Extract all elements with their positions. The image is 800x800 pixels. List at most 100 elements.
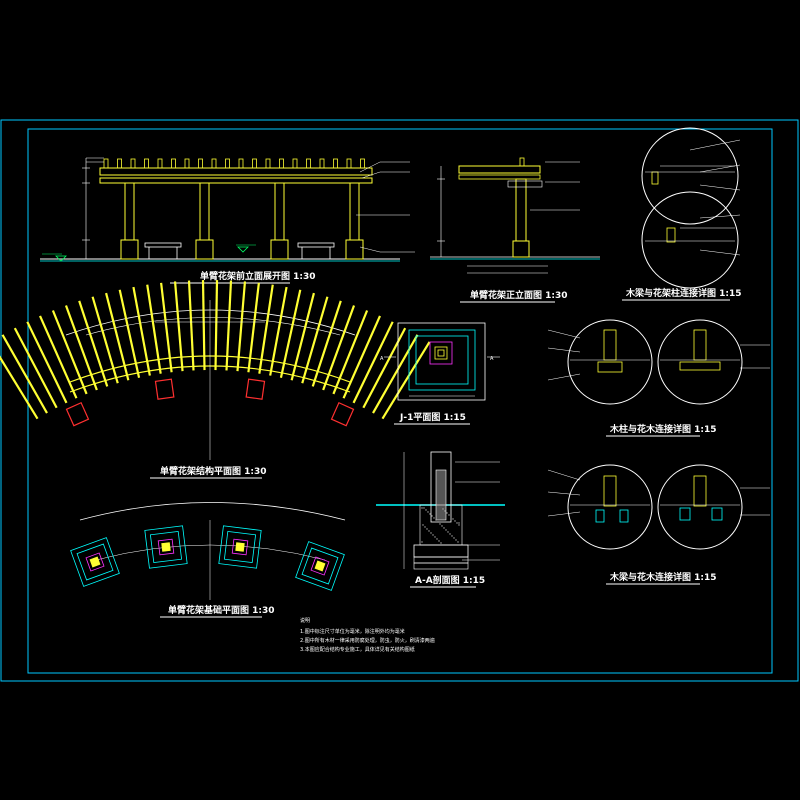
hatch-dot [432,534,434,536]
hatch-dot [435,519,437,521]
rafter [173,281,184,372]
hatch-dot [448,514,450,516]
rafter [201,280,206,371]
rafter [118,289,141,378]
detail-circle-4 [657,319,770,405]
rafter [290,292,315,381]
column-base [120,239,139,260]
note-2: 2.图中所有木材一律采用防腐处理，防虫，防火，刷清漆两遍 [300,637,435,644]
rafter [352,321,394,404]
rafter [279,289,302,378]
rafter [247,282,260,373]
hatch-dot [458,522,460,524]
a-a-section [376,451,505,570]
post-marker [65,401,90,427]
footing-inner [149,530,183,564]
rafter [105,292,130,381]
rafter-end [238,158,244,169]
column [349,182,360,241]
rafter [381,341,431,420]
rafter-end [306,158,311,169]
rafter-end [279,158,284,169]
post-marker [330,401,355,427]
hatch-dot [424,526,426,528]
bench-2 [297,242,335,259]
footing-inner [223,530,257,564]
pier [85,552,105,572]
detail-circle-1 [641,127,741,225]
hatch-dot [423,507,425,509]
hatch-dot [425,509,427,511]
rafter-end [130,158,136,169]
hatch-dot [444,510,446,512]
hatch-dot [456,522,458,524]
hatch-dot [434,536,436,538]
hatch-dot [429,513,431,515]
hatch-dot [421,507,423,509]
rafter [0,355,39,420]
rafter-end [265,158,271,169]
rafter [258,284,274,374]
rafter-end [292,158,298,169]
rafter [269,286,288,376]
rafter [214,280,219,371]
inner-frame [27,128,773,674]
rafter-end [319,158,325,169]
title-detail-beam: 木梁与花架柱连接详图 1:15 [625,287,742,299]
column [124,182,135,241]
post-core [161,542,171,552]
footing-outer [70,537,120,587]
rafter [332,310,369,395]
title-detail-wood: 木梁与花木连接详图 1:15 [609,571,717,583]
outer-frame [0,119,799,682]
hatch-dot [454,520,456,522]
rafter-ends [103,158,365,169]
note-3: 3.本图应配合结构专业施工，具体详见有关结构图纸 [300,646,415,653]
title-detail-post: 木柱与花木连接详图 1:15 [609,423,717,435]
rafter-end [157,158,163,169]
hatch-dot [430,532,432,534]
hatch-dot [433,517,435,519]
hatch-dot [447,531,449,533]
rafter [160,282,173,373]
ground-marker [236,244,256,253]
rafter-end [225,158,230,169]
rafter [311,300,342,387]
rafter-end [184,158,190,169]
hatch-dot [421,541,423,543]
title-front-elevation: 单臂花架前立面展开图 1:30 [200,270,316,282]
hatch-dot [426,528,428,530]
title-a-section: A-A剖面图 1:15 [415,574,485,586]
rafter [225,280,233,371]
hatch-dot [439,523,441,525]
detail-circle-3 [547,319,653,405]
post-marker [154,378,175,400]
footing-outer [144,525,188,569]
column-base [345,239,364,260]
column-base [195,239,214,260]
hatch-dot [440,542,442,544]
rafter [51,310,88,395]
side-elevation [430,157,600,274]
rafter [342,315,381,399]
rafter [91,296,119,384]
rafter-end [333,158,338,169]
rafter [64,305,98,391]
structure-plan [0,280,431,460]
rafters [0,280,431,420]
rafter [1,334,48,414]
title-structure-plan: 单臂花架结构平面图 1:30 [160,465,267,477]
rafter-end [346,158,352,169]
detail-circle-2 [641,191,741,289]
hatch-dot [451,535,453,537]
foundation-plan [70,502,346,600]
hatch-dot [442,508,444,510]
hatch-dot [428,530,430,532]
section-mark-left: A [380,356,384,362]
hatch-dot [441,525,443,527]
rafter-end [117,158,122,169]
hatch-dot [437,521,439,523]
footing-inner [301,547,339,585]
front-elevation [40,157,415,262]
